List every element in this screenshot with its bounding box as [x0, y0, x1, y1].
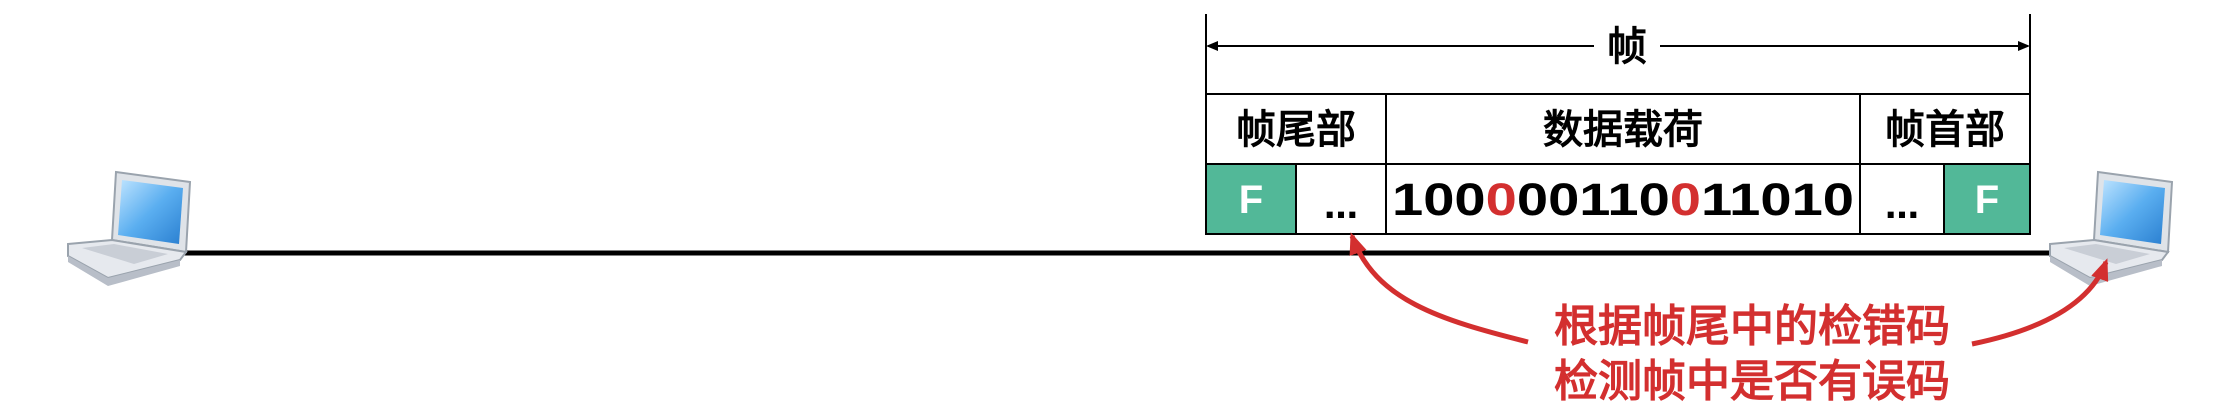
bits-seg2: 00110: [1517, 174, 1670, 225]
bits-cell: [1385, 163, 1861, 235]
ellipsis-right: …: [1885, 187, 1919, 227]
bit-error-1: 0: [1486, 174, 1517, 225]
trailer-header-label: 帧尾部: [1236, 107, 1356, 153]
flag-left: F: [1239, 178, 1263, 222]
laptop-icon: [2049, 170, 2174, 286]
annotation-arrow-right: [1971, 258, 2109, 347]
bits-seg1: 100: [1392, 174, 1486, 225]
header-header-cell: [1859, 93, 2031, 165]
flag-right: F: [1975, 178, 1999, 222]
laptop-icon: [67, 170, 192, 286]
bit-error-2: 0: [1670, 174, 1701, 225]
ellipsis-right-cell: [1859, 163, 1945, 235]
frame-label: 帧: [1607, 24, 1647, 70]
ellipsis-left: …: [1324, 187, 1358, 227]
annotation-line1: 根据帧尾中的检错码: [1554, 301, 1950, 352]
payload-header-label: 数据载荷: [1543, 107, 1703, 153]
ellipsis-left-cell: [1295, 163, 1387, 235]
trailer-header-cell: [1205, 93, 1387, 165]
annotation-line2: 检测帧中是否有误码: [1554, 356, 1950, 407]
annotation-arrow-left: [1349, 232, 1529, 345]
flag-right-cell: [1943, 163, 2031, 235]
bits-seg3: 11010: [1701, 174, 1854, 225]
header-header-label: 帧首部: [1885, 107, 2005, 153]
